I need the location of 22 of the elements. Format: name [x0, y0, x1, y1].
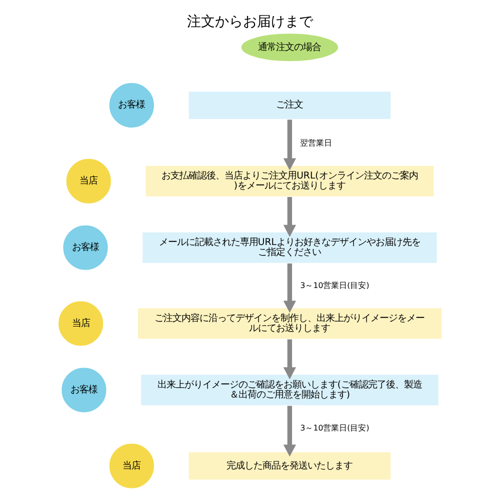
node-circle: 当店 [58, 300, 104, 347]
node-circle: 当店 [108, 442, 155, 489]
node-box: メールに記載された専用URLよりお好きなデザインやお届け先をご指定ください [142, 232, 438, 264]
node-box: ご注文 [188, 90, 392, 120]
arrow [283, 197, 296, 237]
arrow [283, 120, 296, 170]
node-ellipse: 通常注文の場合 [240, 32, 339, 62]
node-box: 出来上がりイメージのご確認をお願いします(ご確認完了後、製造＆出荷のご用意を開始します) [140, 374, 440, 406]
arrow [283, 263, 296, 313]
edge-label: 翌営業日 [300, 138, 332, 148]
edge-label: 3～10営業日(目安) [300, 423, 370, 432]
edge-label: 3～10営業日(目安) [300, 280, 370, 290]
node-box: 完成した商品を発送いたします [188, 451, 392, 480]
arrow [283, 339, 296, 380]
node-circle: お客様 [108, 82, 155, 128]
node-box: お支払確認後、当店よりご注文用URL(オンライン注文のご案内)をメールにてお送りします [144, 165, 434, 198]
diagram-title: 注文からお届けまで [187, 14, 313, 30]
node-box: ご注文内容に沿ってデザインを制作し、出来上がりイメージをメールにてお送りします [137, 308, 442, 340]
node-circle: お客様 [62, 224, 109, 271]
node-circle: お客様 [60, 366, 108, 414]
arrow [283, 406, 296, 457]
node-circle: 当店 [66, 158, 112, 204]
